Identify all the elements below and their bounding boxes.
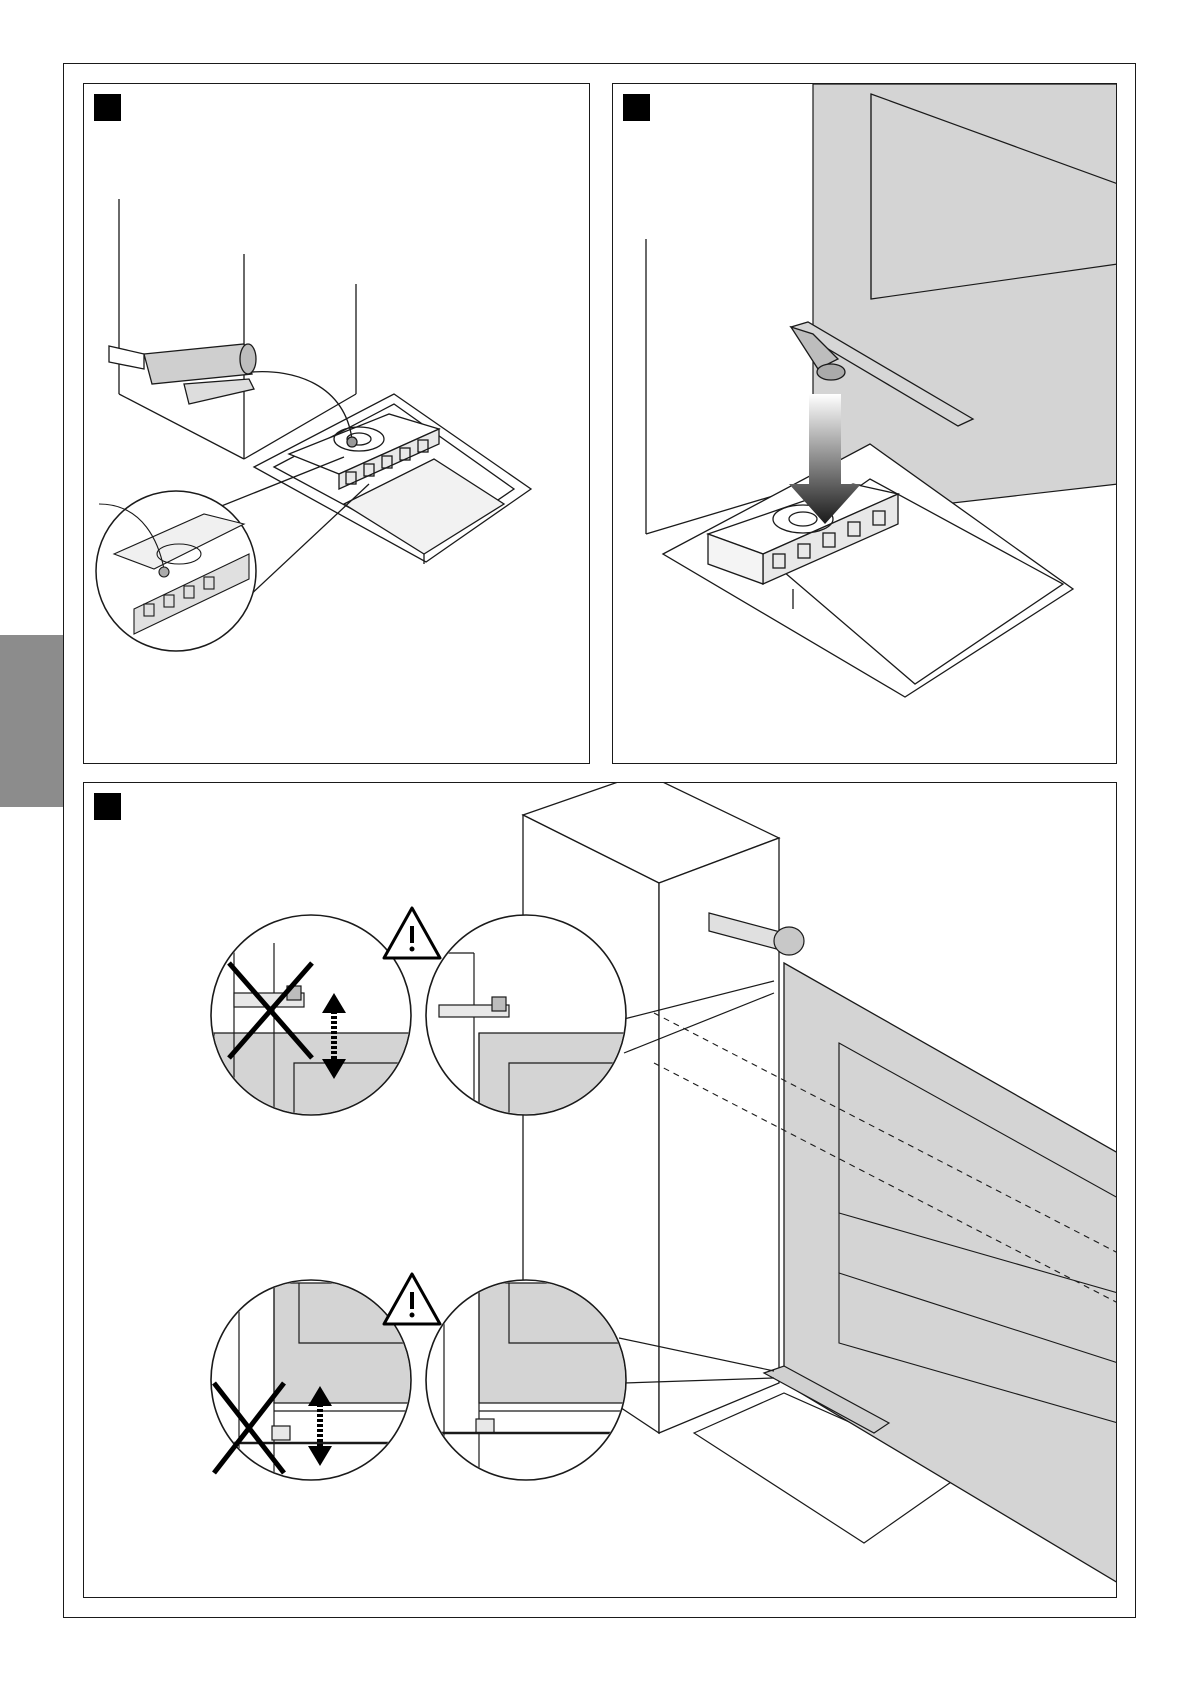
warning-triangle-icon: [384, 1274, 440, 1324]
zoom-circle-bottom-correct: [414, 1280, 629, 1483]
insertion-illustration: [613, 84, 1117, 764]
panel-a-lubrication: [83, 83, 590, 764]
zoom-circle-bottom-incorrect: [204, 1280, 414, 1483]
panel-c-alignment: [83, 782, 1117, 1598]
zoom-circle-top-incorrect: [211, 915, 414, 1123]
zoom-detail-circle: [96, 491, 256, 651]
panel-b-insertion: [612, 83, 1117, 764]
alignment-illustration: [84, 783, 1117, 1598]
lubrication-illustration: [84, 84, 590, 764]
section-tab: [0, 635, 63, 807]
warning-triangle-icon: [384, 908, 440, 958]
